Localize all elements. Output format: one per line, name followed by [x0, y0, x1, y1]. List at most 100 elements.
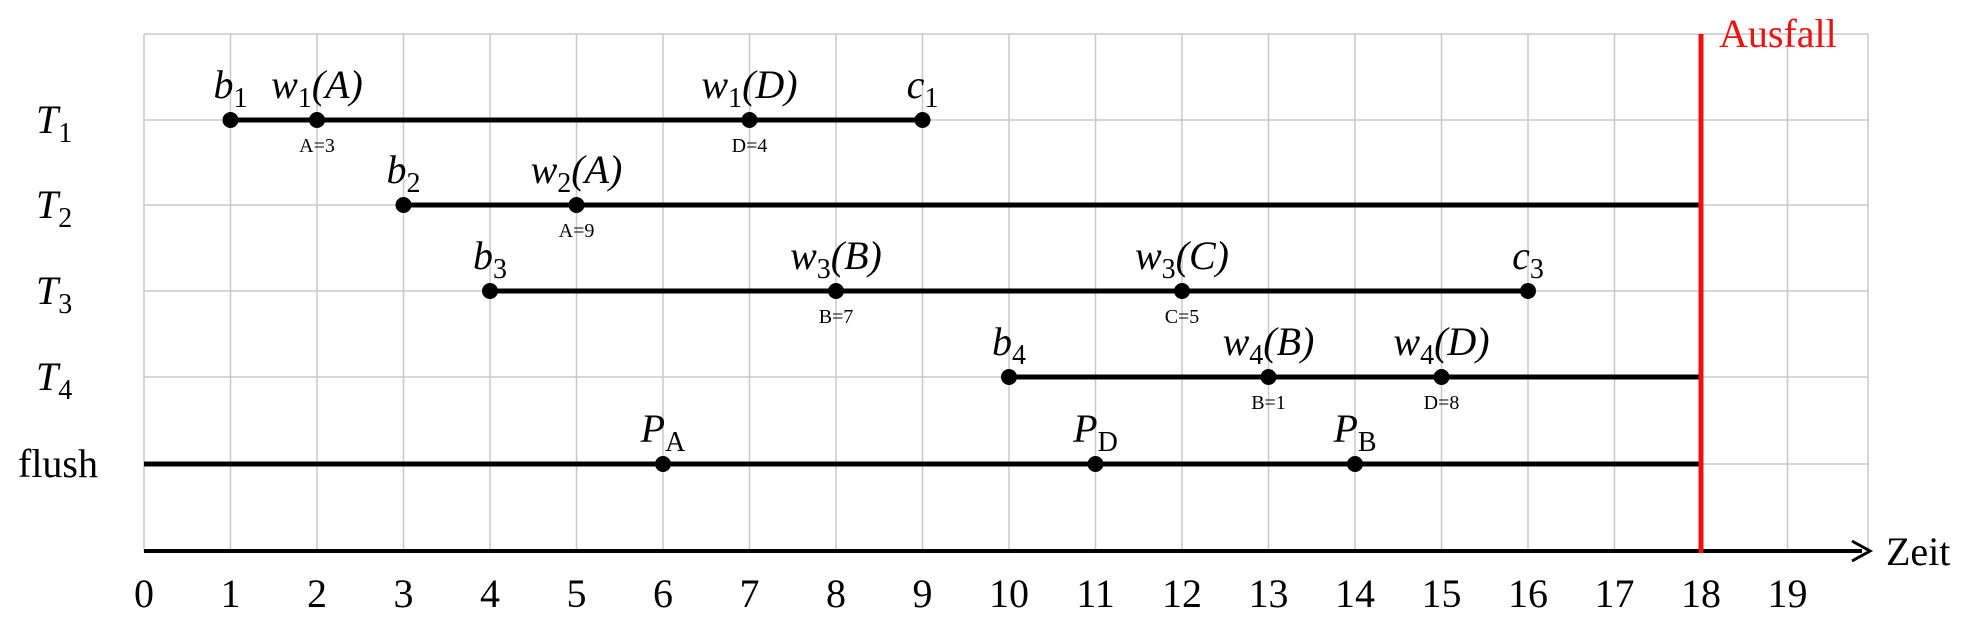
row-label-sub: 2 — [58, 203, 72, 234]
event-label-main: w — [1135, 233, 1162, 278]
event-label: PB — [1332, 406, 1376, 458]
event-dot — [1520, 283, 1536, 299]
axis-label: Zeit — [1886, 529, 1950, 574]
event-label-main: w — [531, 147, 558, 192]
event-dot — [1001, 369, 1017, 385]
axis-tick-label: 18 — [1681, 571, 1721, 616]
row-label-sub: 3 — [58, 289, 72, 320]
row-label: T2 — [36, 182, 72, 234]
event-value-note: D=4 — [732, 135, 768, 157]
event-label-arg: (C) — [1176, 233, 1229, 278]
axis-tick-label: 4 — [480, 571, 500, 616]
event-label-sub: 1 — [924, 83, 938, 114]
event-label-sub: 2 — [557, 168, 571, 199]
event-label-main: w — [1223, 319, 1250, 364]
row-label: T1 — [36, 97, 72, 149]
event-dot — [1174, 283, 1190, 299]
axis-tick-label: 3 — [394, 571, 414, 616]
event-label-sub: 3 — [493, 254, 507, 285]
event-label-main: c — [1512, 233, 1530, 278]
failure-label: Ausfall — [1719, 11, 1837, 56]
event-label-main: P — [640, 406, 665, 451]
event-dot — [1087, 456, 1104, 472]
event-label: b1 — [214, 62, 248, 114]
event-label-sub: 2 — [407, 168, 421, 199]
event-label: PD — [1072, 406, 1118, 458]
event-dot — [395, 197, 412, 213]
event-label-sub: 3 — [1530, 254, 1544, 285]
event-label-sub: 4 — [1012, 340, 1026, 371]
event-label-arg: (A) — [571, 147, 622, 192]
event-label-arg: (D) — [1434, 319, 1490, 364]
event-dot — [482, 283, 498, 299]
axis-tick-label: 13 — [1249, 571, 1289, 616]
event-label: w4(B) — [1223, 319, 1315, 371]
axis-tick-label: 16 — [1508, 571, 1548, 616]
event-label-main: c — [907, 62, 925, 107]
row-label: T3 — [36, 268, 72, 320]
axis-tick-label: 5 — [567, 571, 587, 616]
event-label: w4(D) — [1393, 319, 1489, 371]
axis-tick-label: 2 — [307, 571, 327, 616]
event-value-note: A=9 — [559, 220, 595, 242]
event-label-main: w — [1393, 319, 1420, 364]
row-label: flush — [18, 441, 98, 486]
event-label-arg: (B) — [1263, 319, 1314, 364]
event-label: c1 — [907, 62, 939, 114]
axis-tick-label: 15 — [1422, 571, 1462, 616]
event-dot — [655, 456, 671, 472]
row-label-sub: 1 — [58, 118, 72, 149]
event-dot — [1260, 369, 1277, 385]
axis-tick-label: 17 — [1595, 571, 1635, 616]
axis-tick-label: 7 — [740, 571, 760, 616]
event-value-note: B=1 — [1251, 392, 1286, 414]
axis-tick-label: 19 — [1768, 571, 1808, 616]
event-label: b4 — [992, 319, 1026, 371]
event-label: PA — [640, 406, 686, 458]
event-label-sub: 1 — [728, 83, 742, 114]
event-label: w2(A) — [531, 147, 623, 199]
event-label-sub: 4 — [1249, 340, 1263, 371]
row-label-sub: 4 — [58, 375, 72, 406]
event-label-sub: 4 — [1420, 340, 1434, 371]
event-value-note: C=5 — [1165, 306, 1200, 328]
event-label-main: P — [1332, 406, 1357, 451]
event-label-arg: (D) — [742, 62, 798, 107]
event-value-note: A=3 — [299, 135, 335, 157]
event-label-main: w — [790, 233, 817, 278]
event-dot — [828, 283, 844, 299]
event-label: c3 — [1512, 233, 1544, 285]
event-dot — [1433, 369, 1450, 385]
row-label-main: T — [36, 354, 61, 399]
event-dot — [309, 112, 325, 128]
axis-tick-label: 9 — [913, 571, 933, 616]
event-dot — [568, 197, 585, 213]
row-label: T4 — [36, 354, 72, 406]
event-label-sub: B — [1358, 427, 1377, 458]
event-label-main: b — [387, 147, 407, 192]
event-dot — [914, 112, 931, 128]
event-label-main: w — [701, 62, 728, 107]
event-label-main: b — [473, 233, 493, 278]
failure-marker: Ausfall — [1698, 11, 1837, 553]
event-label-main: w — [271, 62, 298, 107]
axis-arrow-icon — [1851, 539, 1874, 563]
event-dot — [1347, 456, 1363, 472]
event-dot — [222, 112, 239, 128]
axis-tick-label: 6 — [653, 571, 673, 616]
event-value-note: D=8 — [1424, 392, 1460, 414]
event-label: w1(A) — [271, 62, 363, 114]
event-label-arg: (A) — [312, 62, 363, 107]
event-dot — [741, 112, 758, 128]
event-label-arg: (B) — [831, 233, 882, 278]
event-label-sub: 1 — [234, 83, 248, 114]
event-label: b3 — [473, 233, 507, 285]
